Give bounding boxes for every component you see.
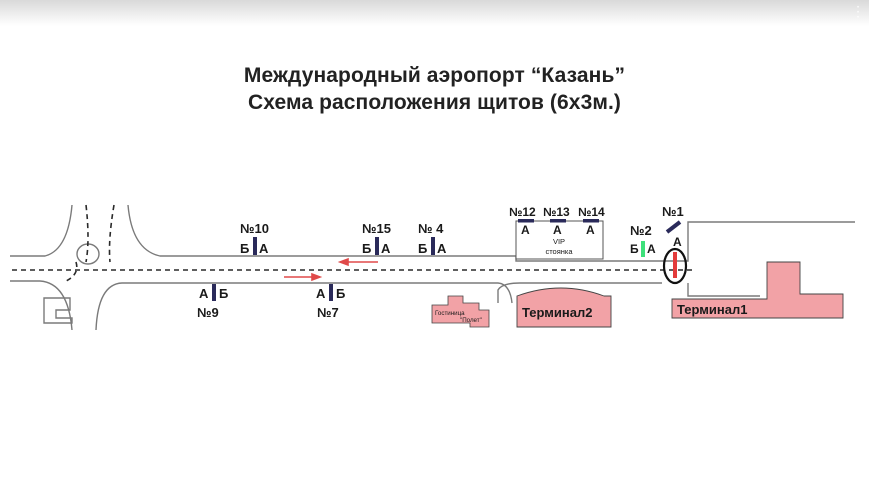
board-13-number: №13 — [543, 205, 570, 219]
board-14-number: №14 — [578, 205, 605, 219]
board-13[interactable]: №13 А — [543, 205, 570, 237]
board-10[interactable]: №10 Б А — [240, 221, 269, 256]
board-9-number: №9 — [197, 305, 219, 320]
terminal1-label: Терминал1 — [677, 302, 747, 317]
more-options-icon[interactable]: ··· — [856, 0, 860, 24]
board-13-side-a: А — [553, 223, 562, 237]
board-7-number: №7 — [317, 305, 339, 320]
vip-parking: VIP стоянка — [515, 220, 604, 260]
board-1-marker — [665, 220, 682, 234]
board-7[interactable]: А Б №7 — [316, 284, 345, 320]
board-14-side-a: А — [586, 223, 595, 237]
board-2[interactable]: №2 Б А — [630, 223, 656, 257]
terminal2-label: Терминал2 — [522, 305, 592, 320]
terminal1-building: Терминал1 — [671, 261, 844, 319]
board-2-marker — [641, 241, 645, 257]
vip-parking-label: стоянка — [545, 247, 573, 256]
board-2-side-a: А — [647, 242, 656, 256]
board-12-marker — [518, 219, 534, 223]
board-1-side-a: А — [673, 235, 682, 249]
board-4-side-b: Б — [418, 241, 427, 256]
board-12-number: №12 — [509, 205, 536, 219]
board-12[interactable]: №12 А — [509, 205, 536, 237]
highlighted-board-marker — [673, 252, 677, 278]
vip-label: VIP — [553, 237, 565, 246]
board-1-number: №1 — [662, 204, 684, 219]
board-9-side-b: Б — [219, 286, 228, 301]
board-14[interactable]: №14 А — [578, 205, 605, 237]
board-1[interactable]: №1 А — [662, 204, 684, 249]
hotel-name-line1: Гостиница — [435, 310, 465, 317]
hotel-building: Гостиница "Полет" — [431, 295, 490, 328]
board-2-number: №2 — [630, 223, 652, 238]
board-13-marker — [550, 219, 566, 223]
board-2-side-b: Б — [630, 242, 639, 256]
board-9[interactable]: А Б №9 — [197, 284, 228, 320]
board-10-side-b: Б — [240, 241, 249, 256]
board-4-number: № 4 — [418, 221, 444, 236]
board-7-side-a: А — [316, 286, 326, 301]
terminal2-building: Терминал2 — [516, 287, 612, 328]
board-14-marker — [583, 219, 599, 223]
lane-dashes — [12, 204, 692, 283]
highlight-circle — [662, 247, 688, 285]
board-10-marker — [253, 237, 257, 255]
hotel-name-line2: "Полет" — [460, 317, 482, 324]
board-9-marker — [212, 284, 216, 301]
board-15-side-b: Б — [362, 241, 371, 256]
board-15-marker — [375, 237, 379, 255]
board-4-marker — [431, 237, 435, 255]
board-4[interactable]: № 4 Б А — [418, 221, 447, 256]
direction-arrows — [284, 257, 378, 282]
board-4-side-a: А — [437, 241, 447, 256]
board-7-marker — [329, 284, 333, 301]
board-9-side-a: А — [199, 286, 209, 301]
road-network — [10, 204, 855, 331]
board-15-side-a: А — [381, 241, 391, 256]
board-15[interactable]: №15 Б А — [362, 221, 391, 256]
map-title: Международный аэропорт “Казань” — [243, 64, 626, 87]
browser-top-bar: ··· — [0, 0, 869, 26]
board-10-side-a: А — [259, 241, 269, 256]
board-10-number: №10 — [240, 221, 269, 236]
board-7-side-b: Б — [336, 286, 345, 301]
highlighted-board[interactable] — [662, 247, 688, 285]
map-subtitle: Схема расположения щитов (6х3м.) — [247, 91, 622, 114]
board-15-number: №15 — [362, 221, 391, 236]
board-12-side-a: А — [521, 223, 530, 237]
